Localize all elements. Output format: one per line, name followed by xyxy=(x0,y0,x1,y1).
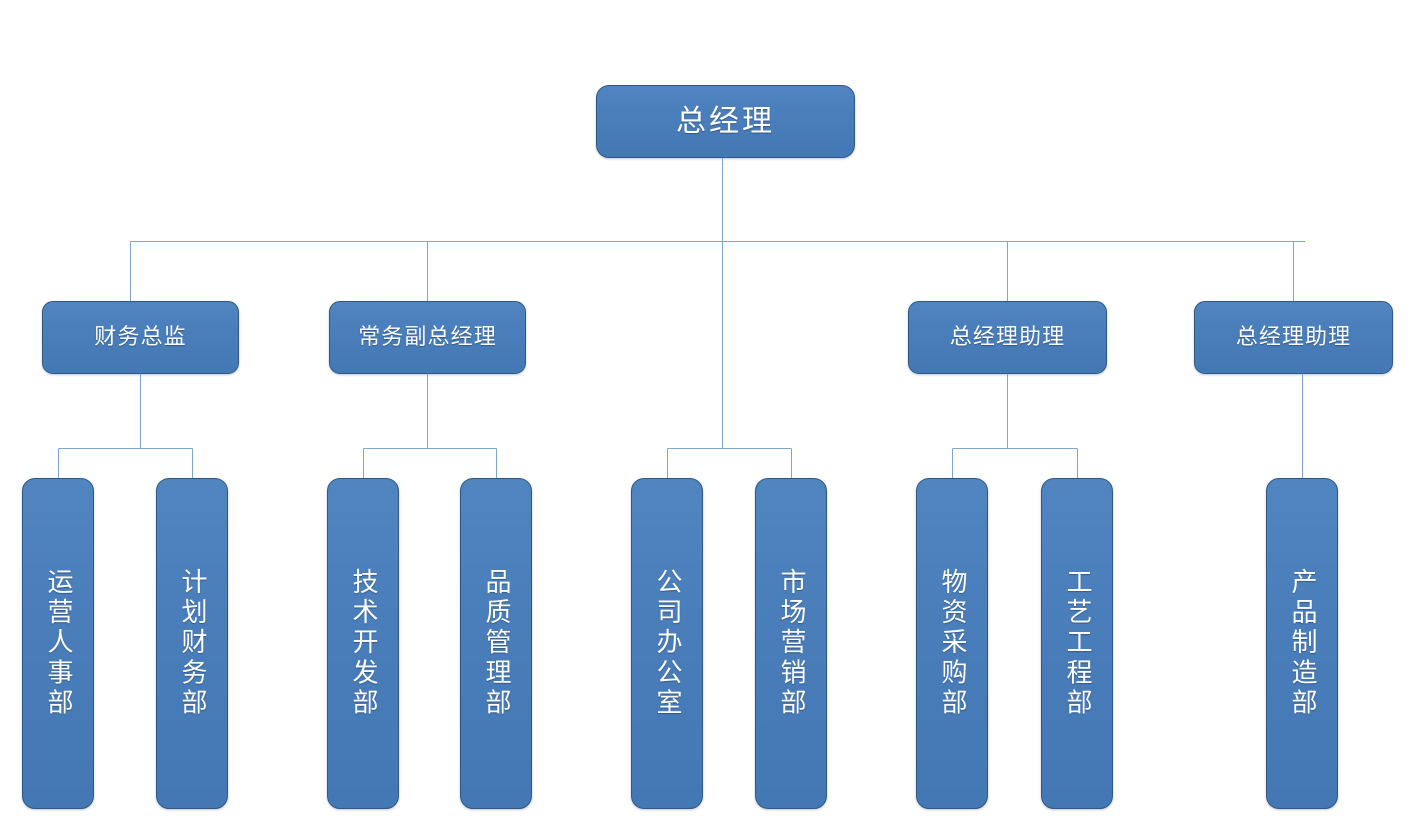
org-node-company-office[interactable]: 公司办公室 xyxy=(631,478,703,809)
org-node-label-general-manager: 总经理 xyxy=(676,104,775,138)
org-node-label-quality-management-dept: 品质管理部 xyxy=(482,568,511,719)
org-node-technology-development-dept[interactable]: 技术开发部 xyxy=(327,478,399,809)
org-node-operations-hr-dept[interactable]: 运营人事部 xyxy=(22,478,94,809)
org-node-label-materials-procurement-dept: 物资采购部 xyxy=(938,568,967,719)
org-node-process-engineering-dept[interactable]: 工艺工程部 xyxy=(1041,478,1113,809)
org-node-marketing-dept[interactable]: 市场营销部 xyxy=(755,478,827,809)
org-node-general-manager[interactable]: 总经理 xyxy=(596,85,855,158)
org-node-label-company-office: 公司办公室 xyxy=(653,568,682,719)
org-node-label-process-engineering-dept: 工艺工程部 xyxy=(1063,568,1092,719)
org-node-label-finance-director: 财务总监 xyxy=(94,324,187,350)
org-node-planning-finance-dept[interactable]: 计划财务部 xyxy=(156,478,228,809)
org-node-executive-deputy-gm[interactable]: 常务副总经理 xyxy=(329,301,526,374)
org-node-label-technology-development-dept: 技术开发部 xyxy=(349,568,378,719)
org-node-label-gm-assistant-2: 总经理助理 xyxy=(1235,324,1352,350)
org-node-product-manufacturing-dept[interactable]: 产品制造部 xyxy=(1266,478,1338,809)
org-node-gm-assistant-1[interactable]: 总经理助理 xyxy=(908,301,1107,374)
org-node-label-gm-assistant-1: 总经理助理 xyxy=(949,324,1066,350)
org-node-materials-procurement-dept[interactable]: 物资采购部 xyxy=(916,478,988,809)
org-node-gm-assistant-2[interactable]: 总经理助理 xyxy=(1194,301,1393,374)
org-node-quality-management-dept[interactable]: 品质管理部 xyxy=(460,478,532,809)
org-node-finance-director[interactable]: 财务总监 xyxy=(42,301,239,374)
org-node-label-marketing-dept: 市场营销部 xyxy=(777,568,806,719)
org-node-label-executive-deputy-gm: 常务副总经理 xyxy=(358,324,497,350)
org-node-label-product-manufacturing-dept: 产品制造部 xyxy=(1288,568,1317,719)
org-node-label-operations-hr-dept: 运营人事部 xyxy=(44,568,73,719)
org-node-label-planning-finance-dept: 计划财务部 xyxy=(178,568,207,719)
